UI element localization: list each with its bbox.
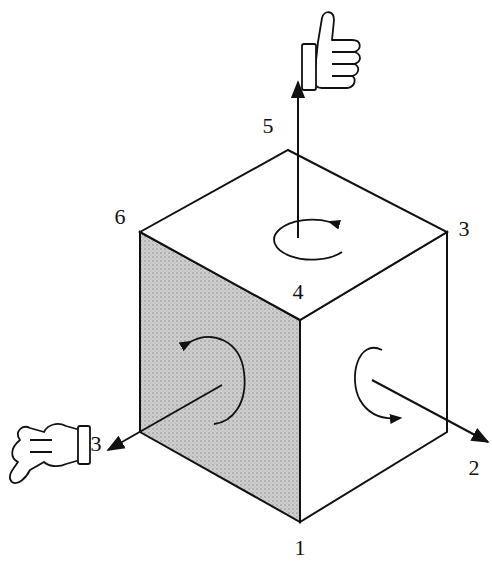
top-face — [140, 150, 447, 320]
callout-number: 3 — [91, 433, 102, 455]
axis-arrow — [372, 380, 488, 442]
axis-arrow — [108, 385, 222, 450]
callout-number: 3 — [459, 218, 470, 240]
rotation-arrow — [355, 348, 400, 419]
thumbs-down-hand — [10, 424, 90, 483]
callout-number: 1 — [295, 537, 306, 559]
callout-number: 2 — [469, 457, 480, 479]
axis-arrow — [297, 82, 299, 238]
rotation-arrow — [274, 220, 342, 260]
thumbs-up-hand — [302, 12, 360, 90]
rotation-arrow — [190, 337, 245, 424]
callout-number: 4 — [293, 281, 304, 303]
callout-number: 5 — [263, 115, 274, 137]
callout-number: 6 — [115, 206, 126, 228]
